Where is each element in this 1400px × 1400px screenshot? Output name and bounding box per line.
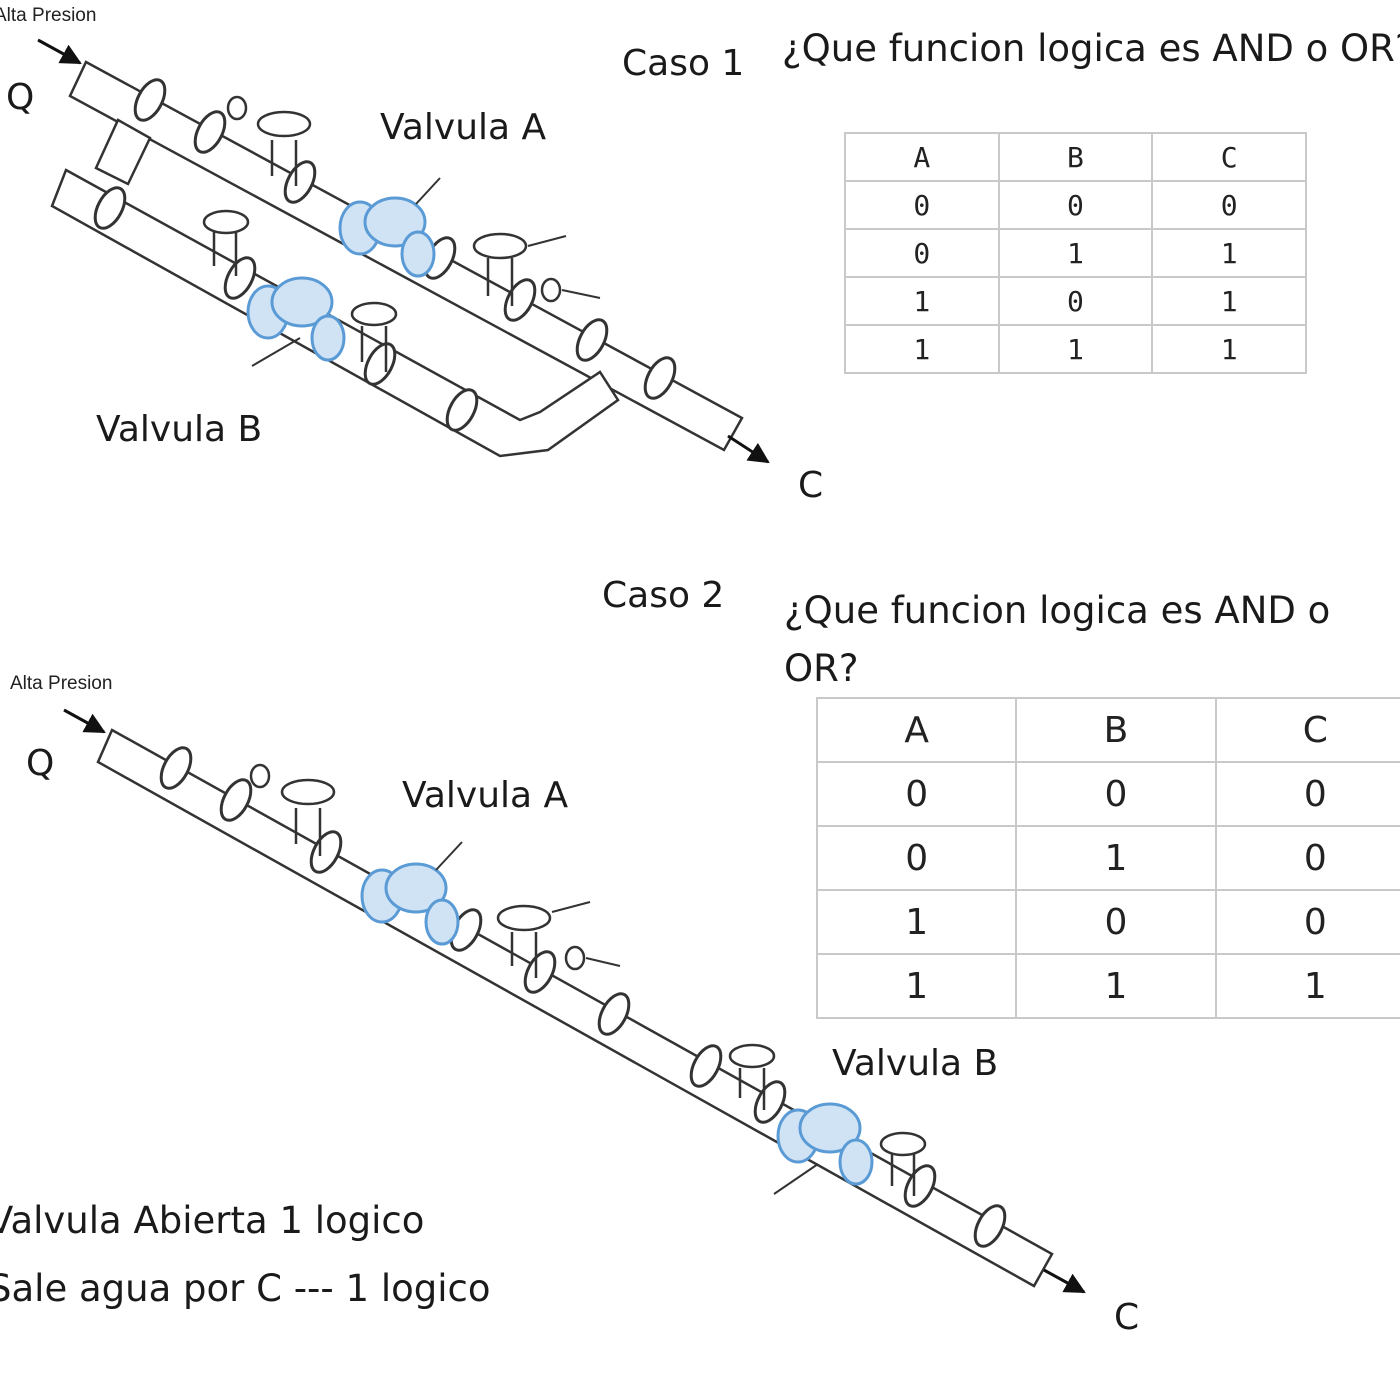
- case2-valve-b-label: Valvula B: [832, 1043, 999, 1084]
- table-cell: 1: [997, 228, 1154, 278]
- case2-truth-table: A B C 0 0 0 0 1 0 1 0 0 1 1 1: [815, 697, 1400, 1019]
- case1-connector: [94, 118, 152, 186]
- case2-outlet-arrow: [1043, 1268, 1086, 1294]
- table-row: 1 0 0: [815, 889, 1400, 955]
- case1-outlet-arrow: [727, 434, 770, 464]
- table-cell: 1: [1015, 953, 1217, 1019]
- table-cell: 0: [1214, 889, 1400, 955]
- case1-branch-pipe: [50, 168, 620, 458]
- table-cell: 0: [1015, 889, 1217, 955]
- table-cell: 1: [1015, 825, 1217, 891]
- table-cell: 1: [1151, 276, 1307, 326]
- case2-outlet-label: C: [1114, 1297, 1140, 1338]
- case1-outlet-label: C: [798, 465, 824, 506]
- case1-inlet-arrow: [37, 38, 82, 65]
- case2-inlet-arrow: [63, 708, 106, 734]
- table-header-row: A B C: [815, 697, 1400, 763]
- case1-valve-b-icon: [246, 276, 346, 362]
- case2-gate-valves: [249, 763, 927, 1196]
- table-row: 0 0 0: [844, 180, 1307, 230]
- case1-couplings: [93, 78, 677, 432]
- case1-pipe-system: [37, 38, 770, 464]
- case2-valve-b-icon: [776, 1102, 874, 1186]
- table-cell: 1: [844, 276, 1000, 326]
- case2-question-line1: ¿Que funcion logica es AND o: [784, 589, 1331, 632]
- table-cell: 0: [844, 180, 1000, 230]
- table-cell: 0: [815, 761, 1018, 827]
- header-cell: A: [815, 697, 1018, 763]
- case1-valve-a-icon: [338, 196, 436, 278]
- case2-couplings: [159, 746, 1007, 1248]
- case1-gate-valves: [202, 95, 562, 372]
- header-cell: B: [997, 132, 1154, 182]
- table-cell: 0: [997, 276, 1154, 326]
- case2-title: Caso 2: [602, 575, 725, 616]
- table-cell: 1: [815, 953, 1018, 1019]
- table-row: 0 1 1: [844, 228, 1307, 278]
- table-row: 1 1 1: [844, 324, 1307, 374]
- table-cell: 1: [844, 324, 1000, 374]
- table-cell: 0: [815, 825, 1018, 891]
- table-cell: 0: [844, 228, 1000, 278]
- table-cell: 0: [1015, 761, 1217, 827]
- table-cell: 1: [815, 889, 1018, 955]
- table-cell: 1: [1151, 228, 1307, 278]
- case2-pressure-label: Alta Presion: [10, 673, 113, 694]
- note-water-out: Sale agua por C --- 1 logico: [0, 1267, 491, 1310]
- header-cell: C: [1151, 132, 1307, 182]
- case1-title: Caso 1: [622, 43, 745, 84]
- case2-valve-a-icon: [360, 862, 460, 946]
- table-cell: 0: [997, 180, 1154, 230]
- table-cell: 1: [1214, 953, 1400, 1019]
- table-row: 1 1 1: [815, 953, 1400, 1019]
- table-row: 1 0 1: [844, 276, 1307, 326]
- table-header-row: A B C: [844, 132, 1307, 182]
- header-cell: C: [1214, 697, 1400, 763]
- case2-valve-a-label: Valvula A: [402, 775, 569, 816]
- table-row: 0 0 0: [815, 761, 1400, 827]
- case1-question: ¿Que funcion logica es AND o OR?: [782, 27, 1400, 70]
- case1-valve-a-label: Valvula A: [380, 107, 547, 148]
- case1-truth-table: A B C 0 0 0 0 1 1 1 0 1 1 1 1: [844, 132, 1307, 374]
- case2-inlet-label: Q: [26, 743, 55, 784]
- table-cell: 0: [1214, 825, 1400, 891]
- case1-inlet-label: Q: [6, 77, 35, 118]
- table-row: 0 1 0: [815, 825, 1400, 891]
- case1-pressure-label: Alta Presion: [0, 5, 97, 26]
- case2-question-line2: OR?: [784, 647, 859, 690]
- case1-valve-b-label: Valvula B: [96, 409, 263, 450]
- header-cell: A: [844, 132, 1000, 182]
- table-cell: 0: [1151, 180, 1307, 230]
- table-cell: 1: [997, 324, 1154, 374]
- note-valve-open: Valvula Abierta 1 logico: [0, 1199, 425, 1242]
- case2-pipe-system: [63, 708, 1086, 1294]
- header-cell: B: [1015, 697, 1217, 763]
- table-cell: 0: [1214, 761, 1400, 827]
- table-cell: 1: [1151, 324, 1307, 374]
